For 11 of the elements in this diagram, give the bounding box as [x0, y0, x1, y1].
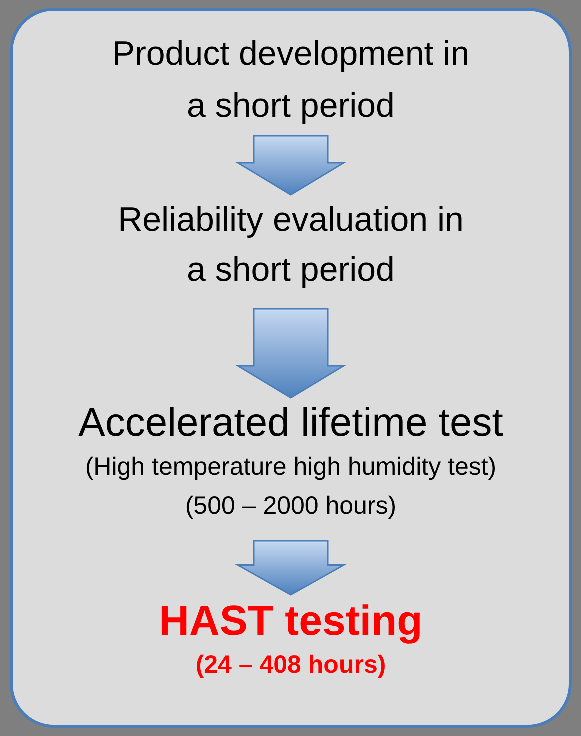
rounded-panel — [10, 8, 572, 728]
block-arrow — [235, 540, 347, 596]
result-heading: HAST testing — [159, 596, 423, 646]
step-note: (500 – 2000 hours) — [185, 491, 397, 522]
step-heading: Accelerated lifetime test — [78, 400, 504, 447]
step-note: (High temperature high humidity test) — [85, 452, 497, 483]
block-arrow — [235, 135, 347, 196]
step-text: Reliability evaluation in a short period — [117, 200, 465, 291]
step-text: Product development in a short period — [111, 34, 471, 127]
block-arrow — [235, 308, 347, 399]
result-note: (24 – 408 hours) — [196, 650, 386, 681]
